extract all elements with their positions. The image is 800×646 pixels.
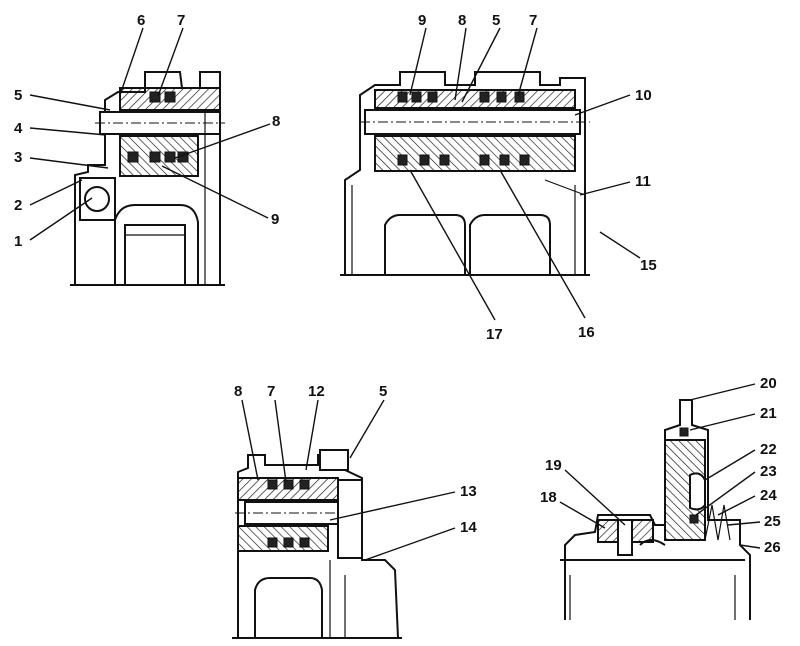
callout-a-9: 9 xyxy=(271,211,279,228)
callout-d-25: 25 xyxy=(764,513,781,530)
callout-b-16: 16 xyxy=(578,324,595,341)
view-b-double-gear-assembly: 9 8 5 7 10 11 15 17 16 xyxy=(340,12,657,343)
callout-a-5: 5 xyxy=(14,87,22,104)
callout-b-5: 5 xyxy=(492,12,500,29)
callout-a-2: 2 xyxy=(14,197,22,214)
callout-c-5: 5 xyxy=(379,383,387,400)
callout-d-24: 24 xyxy=(760,487,777,504)
callout-c-8: 8 xyxy=(234,383,242,400)
callout-b-10: 10 xyxy=(635,87,652,104)
callout-c-14: 14 xyxy=(460,519,477,536)
view-c-carrier-assembly: 8 7 12 5 13 14 xyxy=(232,383,477,639)
callout-d-23: 23 xyxy=(760,463,777,480)
callout-c-12: 12 xyxy=(308,383,325,400)
callout-b-15: 15 xyxy=(640,257,657,274)
callout-a-1: 1 xyxy=(14,233,22,250)
callout-d-20: 20 xyxy=(760,375,777,392)
callout-d-19: 19 xyxy=(545,457,562,474)
callout-c-7: 7 xyxy=(267,383,275,400)
callout-b-8: 8 xyxy=(458,12,466,29)
callout-c-13: 13 xyxy=(460,483,477,500)
callout-b-11: 11 xyxy=(635,173,651,190)
view-d-clutch-assembly: 20 21 22 19 23 24 18 25 26 xyxy=(540,375,781,620)
callout-b-9: 9 xyxy=(418,12,426,29)
callout-d-26: 26 xyxy=(764,539,781,556)
callout-a-8: 8 xyxy=(272,113,280,130)
callout-a-7: 7 xyxy=(177,12,185,29)
callout-b-7: 7 xyxy=(529,12,537,29)
callout-a-3: 3 xyxy=(14,149,22,166)
callout-b-17: 17 xyxy=(486,326,503,343)
view-a-planetary-assembly: 6 7 5 8 4 3 9 2 1 xyxy=(14,12,280,286)
callout-a-6: 6 xyxy=(137,12,145,29)
callout-d-22: 22 xyxy=(760,441,777,458)
callout-d-21: 21 xyxy=(760,405,777,422)
callout-d-18: 18 xyxy=(540,489,557,506)
callout-a-4: 4 xyxy=(14,120,23,137)
